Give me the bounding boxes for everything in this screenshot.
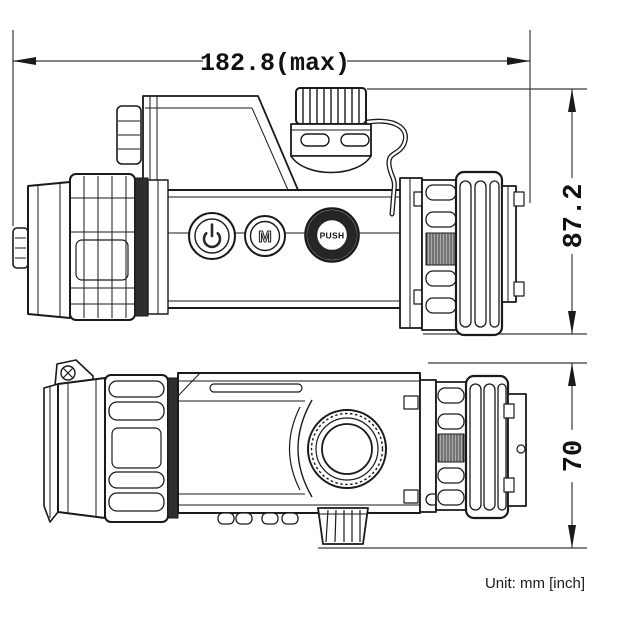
- eyepiece-ring-plan: [104, 374, 169, 523]
- top-slot: [209, 383, 303, 393]
- mode-button: M: [244, 215, 286, 257]
- eyepiece-housing: [27, 181, 71, 319]
- objective-end-cap: [501, 185, 525, 303]
- length-dimension-label: 182.8(max): [200, 49, 350, 78]
- eyepiece-focus-ring: [69, 173, 136, 321]
- clamp-screw: [403, 395, 419, 410]
- height-top-dimension-label: 70: [560, 440, 590, 472]
- eyecup-plan: [43, 383, 59, 523]
- top-view: [43, 359, 527, 545]
- arrowhead-up: [568, 363, 576, 386]
- button-bumps-plan: [217, 512, 299, 525]
- arrowhead-down: [568, 525, 576, 548]
- dimension-length: 182.8(max): [12, 30, 531, 226]
- unit-note: Unit: mm [inch]: [485, 575, 585, 592]
- height-side-dimension-label: 87.2: [560, 184, 590, 249]
- objective-plan: [403, 374, 527, 520]
- objective-inner-ring: [421, 179, 461, 331]
- screw-hole: [516, 444, 526, 454]
- side-view: M PUSH: [12, 87, 525, 337]
- dimension-height-top: 70: [318, 362, 590, 549]
- grip-texture: [425, 232, 457, 266]
- eyepiece-collar: [147, 179, 169, 315]
- lens-shade-curve: [288, 406, 301, 491]
- push-button: PUSH: [304, 207, 360, 263]
- cap-dome: [290, 155, 372, 174]
- objective-focus-ring: [454, 170, 504, 337]
- lanyard-cord: [365, 118, 408, 217]
- arrowhead-up: [568, 89, 576, 112]
- eyecup: [12, 227, 29, 269]
- clamp-screw: [403, 489, 419, 504]
- arrowhead-left: [13, 57, 36, 65]
- eyepiece-dark-band: [134, 177, 149, 317]
- grip-texture: [437, 433, 465, 463]
- power-icon: [202, 223, 222, 249]
- diopter-knob: [116, 105, 142, 165]
- power-button: [188, 212, 236, 260]
- top-housing: [142, 95, 299, 191]
- cap-dial-plan: [307, 409, 387, 489]
- push-button-label: PUSH: [320, 231, 345, 241]
- arrowhead-down: [568, 311, 576, 334]
- side-knob-plan: [317, 507, 369, 545]
- mode-button-label: M: [258, 229, 271, 246]
- lens-shade-curve: [297, 399, 313, 498]
- cap-slot: [300, 133, 330, 147]
- main-body-plan: [177, 372, 421, 514]
- arrowhead-right: [507, 57, 530, 65]
- eyepiece-dark-band-plan: [167, 377, 179, 519]
- dimension-height-side: 87.2: [367, 88, 590, 335]
- eyepiece-housing-plan: [57, 377, 106, 519]
- battery-cap: [290, 87, 372, 174]
- cap-slot: [340, 133, 370, 147]
